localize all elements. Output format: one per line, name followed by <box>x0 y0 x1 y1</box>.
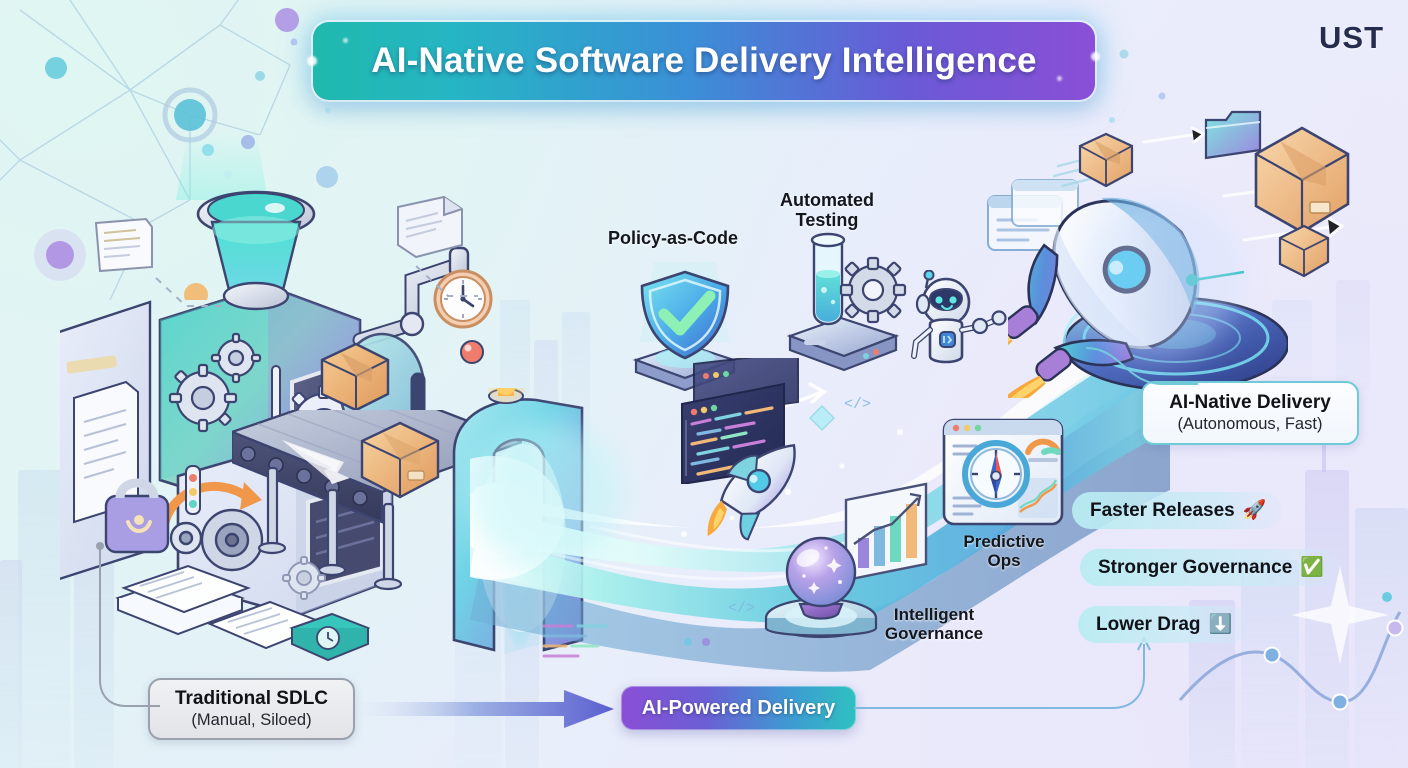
benefit-chip-faster-releases: Faster Releases 🚀 <box>1072 492 1283 529</box>
trend-line-chart <box>1178 592 1404 711</box>
title-banner: AI-Native Software Delivery Intelligence <box>287 8 1121 114</box>
svg-text:</>: </> <box>844 396 871 413</box>
mini-bar-chart <box>844 482 928 582</box>
crystal-ball <box>764 536 878 639</box>
launchpad-glow <box>1080 200 1240 360</box>
shield-with-check <box>632 262 738 392</box>
pill-ai-powered-delivery: AI-Powered Delivery <box>621 686 856 730</box>
brand-logo: UST <box>1319 20 1384 55</box>
benefit-chip-stronger-governance: Stronger Governance ✅ <box>1080 549 1340 586</box>
callout-traditional-sdlc: Traditional SDLC (Manual, Siloed) <box>148 678 355 740</box>
decor-ball <box>460 340 484 364</box>
paper-documents <box>115 564 370 662</box>
label-automated-testing: Automated Testing <box>752 190 902 230</box>
node-primary <box>174 99 206 131</box>
rocket-emoji: 🚀 <box>1242 500 1267 521</box>
benefit-chip-label: Faster Releases <box>1090 499 1235 521</box>
callout-ai-native-subtitle: (Autonomous, Fast) <box>1177 415 1323 433</box>
flying-packages <box>1052 110 1350 286</box>
benefit-chip-lower-drag: Lower Drag ⬇️ <box>1078 606 1249 643</box>
rocket-small <box>707 443 796 541</box>
label-intelligent-governance-line2: Governance <box>884 624 984 644</box>
dashed-connectors <box>155 265 478 307</box>
label-automated-testing-line1: Automated <box>780 190 874 210</box>
benefit-chip-label: Stronger Governance <box>1098 556 1293 578</box>
flow-dots <box>684 638 710 646</box>
test-tube-with-gear <box>786 232 907 372</box>
pill-ai-powered-delivery-label: AI-Powered Delivery <box>641 696 836 719</box>
callout-ai-native-title: AI-Native Delivery <box>1169 392 1331 413</box>
code-snippet-bars <box>542 624 608 658</box>
label-automated-testing-line2: Testing <box>795 210 859 231</box>
label-predictive-ops-line1: Predictive <box>963 532 1045 551</box>
analog-clock <box>433 269 493 329</box>
predictive-ops-dashboard <box>942 418 1064 526</box>
label-predictive-ops-line2: Ops <box>987 551 1021 571</box>
callout-traditional-subtitle: (Manual, Siloed) <box>191 711 312 729</box>
traditional-leader-line <box>96 542 160 707</box>
transition-arrow <box>360 690 614 728</box>
callout-leader-line <box>1086 347 1198 385</box>
check-mark-emoji: ✅ <box>1300 557 1324 578</box>
conveyor-belt <box>232 410 522 600</box>
benefit-chip-label: Lower Drag <box>1096 613 1201 635</box>
floating-document-left <box>94 217 153 273</box>
callout-traditional-title: Traditional SDLC <box>174 688 329 709</box>
ai-robot <box>911 270 1007 364</box>
floating-document-right <box>397 195 463 259</box>
portal-glow <box>470 420 620 570</box>
callout-ai-native-delivery: AI-Native Delivery (Autonomous, Fast) <box>1141 381 1359 445</box>
label-intelligent-governance: Intelligent Governance <box>858 605 1010 643</box>
title-decor-dots-right <box>1109 49 1166 123</box>
label-predictive-ops: Predictive Ops <box>930 532 1078 570</box>
factory-machine <box>60 130 470 618</box>
svg-text:</>: </> <box>728 600 755 617</box>
pill-to-benefits-connector <box>854 636 1151 709</box>
down-arrow-emoji: ⬇️ <box>1208 614 1233 635</box>
title-decor-dots <box>255 38 331 113</box>
label-intelligent-governance-line1: Intelligent <box>893 605 975 624</box>
title-bar: AI-Native Software Delivery Intelligence <box>313 22 1095 100</box>
rocket-launchpad <box>1008 197 1288 398</box>
label-policy-as-code: Policy-as-Code <box>607 228 739 248</box>
floating-ui-windows <box>987 179 1079 251</box>
page-title: AI-Native Software Delivery Intelligence <box>371 41 1037 80</box>
